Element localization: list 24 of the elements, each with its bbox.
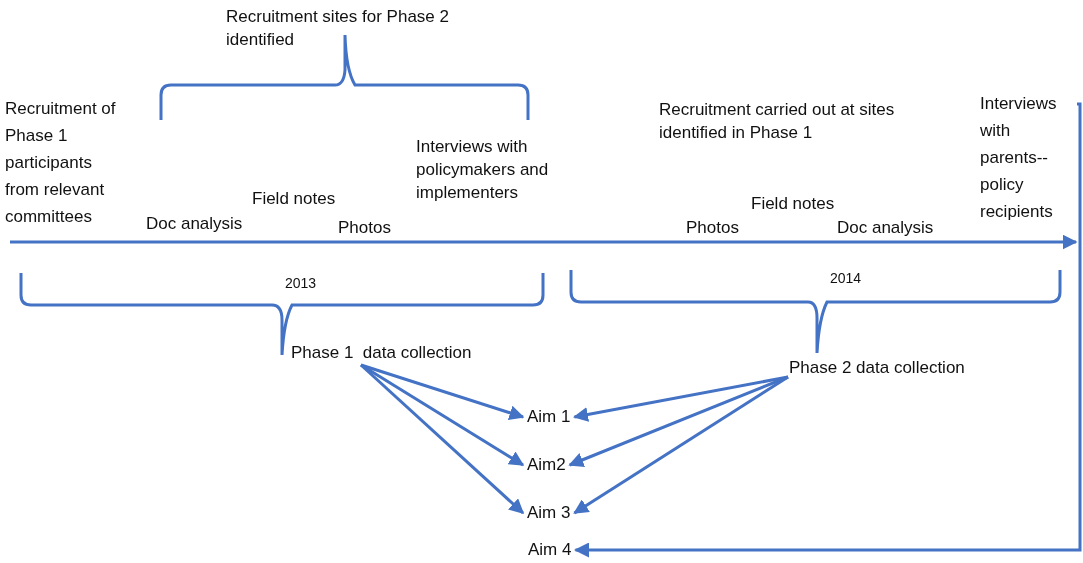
annotation-text: Photos	[686, 217, 739, 239]
annotation-text: Field notes	[751, 193, 835, 215]
node-text: Aim 3	[527, 502, 571, 524]
annotation-text: Interviews with policymakers and implementers	[416, 136, 550, 204]
annotation-text: Recruitment sites for Phase 2 identified	[226, 6, 450, 51]
node-text: Phase 1 data collection	[291, 342, 472, 364]
annotation-text: Doc analysis	[146, 213, 243, 235]
annotation-text: Field notes	[252, 188, 336, 210]
node-text: Aim2	[527, 454, 566, 476]
arrow	[360, 363, 525, 515]
year-label: 2014	[830, 269, 862, 288]
annotation-text: Photos	[338, 217, 391, 239]
node-text: Aim 1	[527, 406, 571, 428]
arrow	[568, 375, 789, 467]
year-label: 2013	[285, 274, 317, 293]
node-text: Aim 4	[528, 539, 572, 561]
annotation-text: Recruitment of Phase 1 participants from relevant committees	[5, 98, 117, 228]
arrow	[360, 363, 525, 420]
annotation-text: Doc analysis	[837, 217, 934, 239]
arrow	[573, 375, 789, 515]
node-text: Interviews with parents-- policy recipients	[980, 90, 1076, 225]
node-text: Phase 2 data collection	[789, 357, 965, 379]
annotation-text: Recruitment carried out at sites identified in Phase 1	[659, 99, 896, 144]
arrow	[573, 102, 1082, 558]
